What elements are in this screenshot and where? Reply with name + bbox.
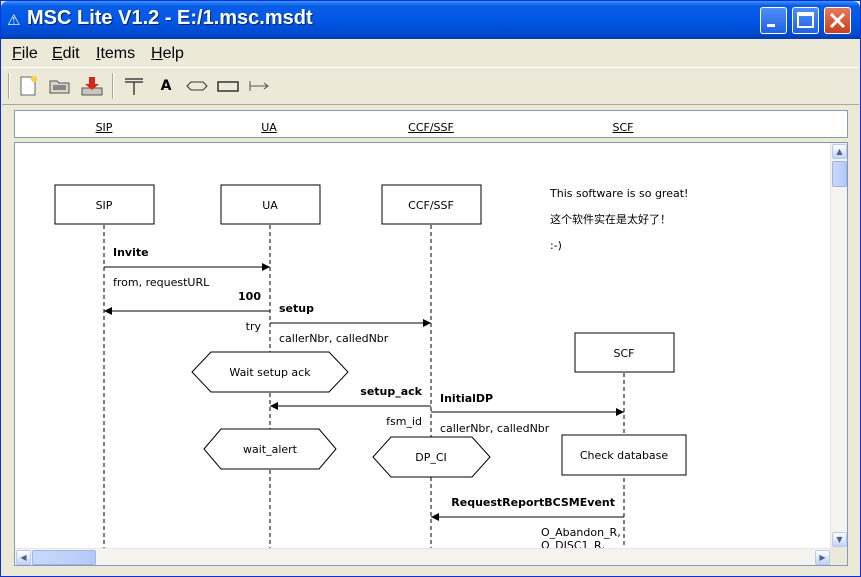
window-title: MSC Lite V1.2 - E:/1.msc.msdt xyxy=(27,7,313,29)
toolbar-grip xyxy=(8,73,10,99)
instance-label-ccf-ssf: CCF/SSF xyxy=(408,199,454,212)
vertical-scroll-thumb[interactable] xyxy=(832,161,847,187)
instance-box-ua[interactable] xyxy=(220,184,321,225)
instance-header-ccf-ssf[interactable]: CCF/SSF xyxy=(408,121,454,134)
action-label: Check database xyxy=(580,449,669,462)
diagram-canvas[interactable]: SIP UA CCF/SSF SCF This software is so g… xyxy=(14,142,848,566)
state-label: DP_CI xyxy=(415,451,447,464)
menu-bar: File Edit Items Help xyxy=(2,39,859,65)
message-name-setup: setup xyxy=(279,302,314,315)
hexagon-state-tool-icon[interactable] xyxy=(184,73,210,99)
new-file-icon[interactable] xyxy=(15,73,41,99)
message-params-initialdp: callerNbr, calledNbr xyxy=(440,422,550,435)
instance-box-ccf-ssf[interactable] xyxy=(381,184,482,225)
state-label: Wait setup ack xyxy=(229,366,311,379)
menu-items[interactable]: Items xyxy=(96,45,136,62)
message-params-requestreportbcsmevent: O_Abandon_R, xyxy=(541,526,621,539)
scroll-up-button[interactable]: ▲ xyxy=(832,144,847,159)
horizontal-scrollbar[interactable]: ◀ ▶ xyxy=(15,548,831,565)
minimize-button[interactable] xyxy=(760,7,787,34)
toolbar-separator xyxy=(112,73,114,99)
instance-header-bar: SIP UA CCF/SSF SCF xyxy=(14,110,848,138)
message-params-invite: from, requestURL xyxy=(113,276,210,289)
scrollbar-corner xyxy=(830,547,847,565)
message-params-setup-ack: fsm_id xyxy=(386,415,422,428)
save-download-icon[interactable] xyxy=(79,73,105,99)
close-icon xyxy=(829,12,846,29)
message-name-setup-ack: setup_ack xyxy=(360,385,422,398)
msc-diagram[interactable]: SIP UA CCF/SSF SCF This software is so g… xyxy=(15,143,835,553)
title-bar[interactable]: ⚠ MSC Lite V1.2 - E:/1.msc.msdt xyxy=(1,1,860,39)
text-tool-glyph: A xyxy=(160,78,172,94)
state-dp-ci[interactable] xyxy=(372,436,491,478)
open-folder-icon[interactable] xyxy=(47,73,73,99)
message-params-setup: callerNbr, calledNbr xyxy=(279,332,389,345)
message-name-invite: Invite xyxy=(113,246,149,259)
menu-help[interactable]: Help xyxy=(151,45,184,62)
comment-line: 这个软件实在是太好了！ xyxy=(550,212,671,226)
comment-line: :-) xyxy=(550,239,562,252)
toolbar: A xyxy=(2,67,859,105)
instance-tool-icon[interactable] xyxy=(121,73,147,99)
message-name-100: 100 xyxy=(238,290,261,303)
scroll-right-button[interactable]: ▶ xyxy=(815,550,830,565)
instance-header-sip[interactable]: SIP xyxy=(95,121,113,134)
instance-label-sip: SIP xyxy=(96,199,113,212)
instance-box-scf[interactable] xyxy=(574,332,675,373)
menu-edit[interactable]: Edit xyxy=(52,45,80,62)
scroll-down-button[interactable]: ▼ xyxy=(832,532,847,547)
instance-box-sip[interactable] xyxy=(54,184,155,225)
rectangle-action-tool-icon[interactable] xyxy=(215,73,241,99)
message-arrow-tool-icon[interactable] xyxy=(246,73,272,99)
instance-label-ua: UA xyxy=(262,199,278,212)
instance-label-scf: SCF xyxy=(614,347,635,360)
text-tool-icon[interactable]: A xyxy=(153,73,179,99)
state-label: wait_alert xyxy=(243,443,298,456)
minimize-icon xyxy=(767,24,775,27)
message-name-requestreportbcsmevent: RequestReportBCSMEvent xyxy=(451,496,615,509)
maximize-button[interactable] xyxy=(792,7,819,34)
comment-line: This software is so great! xyxy=(549,187,688,200)
close-button[interactable] xyxy=(824,7,851,34)
msc-icon: ⚠ xyxy=(7,11,21,29)
message-name-initialdp: InitialDP xyxy=(440,392,493,405)
maximize-icon xyxy=(797,12,814,28)
instance-header-ua[interactable]: UA xyxy=(261,121,277,134)
scroll-left-button[interactable]: ◀ xyxy=(16,550,31,565)
horizontal-scroll-thumb[interactable] xyxy=(32,550,96,565)
vertical-scrollbar[interactable]: ▲ ▼ xyxy=(830,143,847,548)
message-params-100: try xyxy=(246,320,262,333)
comment-block[interactable]: This software is so great! 这个软件实在是太好了！ :… xyxy=(549,187,688,252)
action-check-database[interactable] xyxy=(561,434,687,476)
state-wait-setup-ack[interactable] xyxy=(191,351,349,393)
menu-file[interactable]: File xyxy=(12,45,38,62)
state-wait-alert[interactable] xyxy=(203,428,337,470)
instance-header-scf[interactable]: SCF xyxy=(612,121,634,134)
